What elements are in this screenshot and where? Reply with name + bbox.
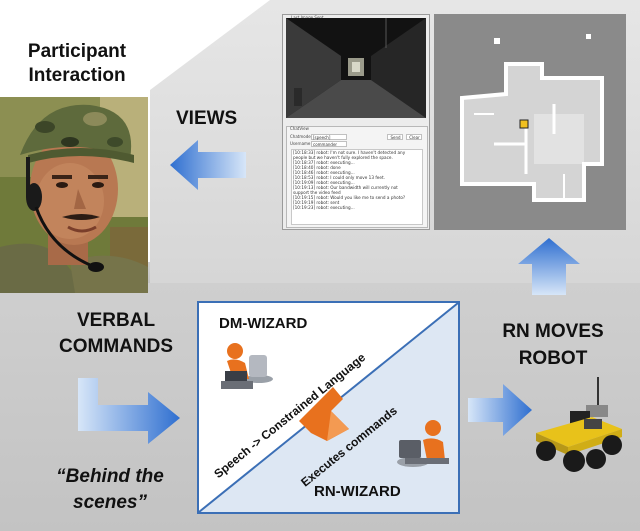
username-field[interactable]: commander [311, 141, 347, 147]
verbal-label-line2: COMMANDS [59, 336, 173, 357]
chat-line: [10:18:53] robot: I could only move 13 f… [293, 175, 385, 180]
chat-line: [10:18:46] robot: executing... [293, 170, 355, 175]
chat-title: ChatView [290, 126, 309, 131]
participant-label-line2: Interaction [28, 65, 126, 86]
robot-icon [536, 377, 622, 472]
chat-line: [10:18:40] robot: done [293, 165, 341, 170]
participant-photo [0, 97, 148, 293]
rn-wizard-icon [397, 420, 449, 467]
rn-moves-line2: ROBOT [518, 348, 588, 369]
chat-panel: ChatView Chatmode [speech] Username comm… [286, 126, 428, 228]
rn-moves-line1: RN MOVES [502, 321, 604, 342]
chat-line: [10:18:33] robot: I'm not sure. I haven'… [293, 150, 406, 155]
participant-label-line1: Participant [27, 41, 127, 62]
chat-line: [10:19:13] robot: Our bandwidth will cur… [293, 185, 398, 190]
chat-line: [10:19:15] robot: Would you like me to s… [293, 195, 406, 200]
camera-view [286, 18, 426, 118]
chatmode-field[interactable]: [speech] [311, 134, 347, 140]
rn-wizard-label: RN-WIZARD [314, 483, 401, 500]
views-arrow [170, 140, 246, 190]
chat-line: [10:19:19] robot: sent [293, 200, 340, 205]
send-button[interactable]: Send [387, 134, 403, 140]
username-label: Username [290, 141, 311, 146]
verbal-commands-arrow [78, 378, 180, 444]
window-title: Last Image Sent [291, 15, 324, 20]
chat-line: [10:19:23] robot: executing... [293, 205, 355, 210]
views-label: VIEWS [176, 108, 238, 129]
clear-button[interactable]: Clear [406, 134, 422, 140]
robot-moves-arrow [518, 238, 580, 295]
to-robot-arrow [468, 384, 532, 436]
dm-wizard-label: DM-WIZARD [219, 315, 308, 332]
wizard-box: DM-WIZARD RN-WIZARD Speech -> Constraine… [197, 301, 460, 514]
dm-wizard-icon [221, 343, 273, 389]
chat-line: support the video feed [293, 190, 341, 195]
participant-label: Participant Interaction [12, 40, 142, 88]
chat-line: [10:18:37] robot: executing... [293, 160, 355, 165]
behind-label-line2: scenes” [73, 492, 147, 513]
verbal-label-line1: VERBAL [76, 310, 156, 331]
chat-line: [10:19:09] robot: executing... [293, 180, 355, 185]
verbal-commands-label: VERBAL COMMANDS [46, 308, 186, 360]
rn-moves-robot-label: RN MOVES ROBOT [478, 318, 628, 372]
chat-line: people but we haven't fully explored the… [293, 155, 393, 160]
behind-label-line1: “Behind the [56, 466, 164, 487]
chat-log: [10:18:33] robot: I'm not sure. I haven'… [291, 149, 423, 225]
behind-scenes-label: “Behind the scenes” [30, 464, 190, 516]
chatmode-label: Chatmode [290, 134, 311, 139]
occupancy-map [434, 14, 626, 230]
